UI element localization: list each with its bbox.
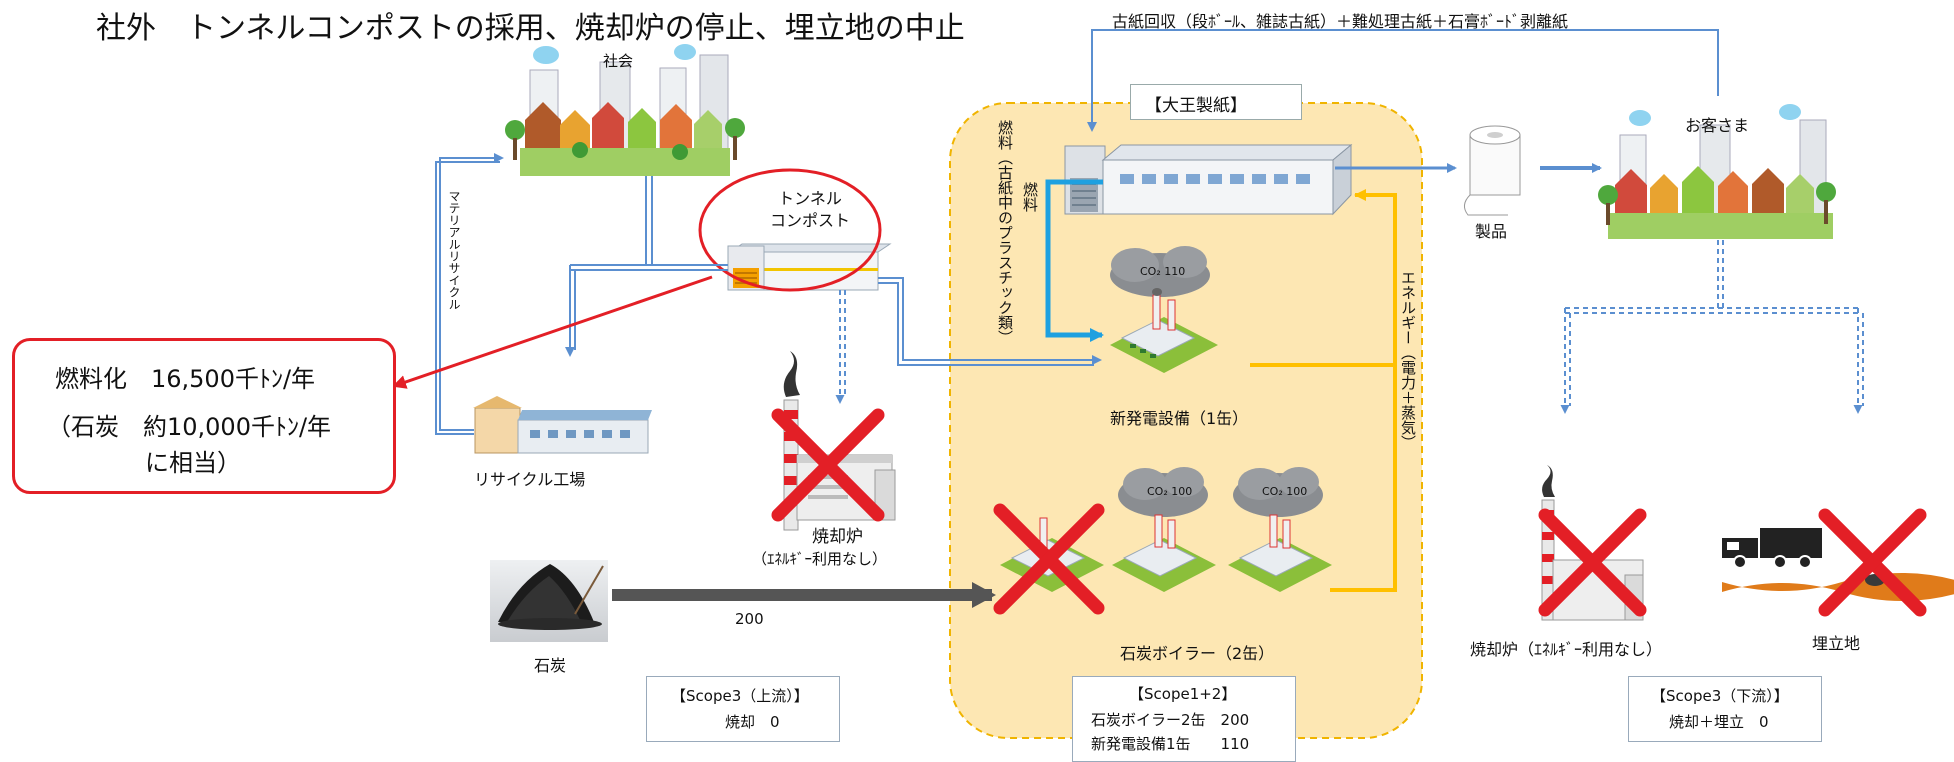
daio-paper-label-box: 【大王製紙】 [1130, 84, 1302, 120]
scope12-box: 【Scope1+2】 石炭ボイラー2缶 200 新発電設備1缶 110 [1072, 676, 1296, 762]
fuelization-line1: 燃料化 16,500千ﾄﾝ/年 [55, 365, 316, 393]
coal-boiler-3-illustration [1228, 467, 1332, 592]
fuel-vertical-label-2: 燃料 [1020, 182, 1041, 212]
scope3-downstream-title: 【Scope3（下流）】 [1651, 687, 1789, 705]
fuelization-line2: （石炭 約10,000千ﾄﾝ/年 [47, 413, 332, 441]
wastepaper-label: 古紙回収（段ﾎﾞｰﾙ、雑誌古紙）＋難処理古紙＋石膏ﾎﾞｰﾄﾞ剥離紙 [1112, 12, 1569, 31]
scope3-upstream-box: 【Scope3（上流）】 焼却 0 [646, 676, 840, 742]
scope3-upstream-title: 【Scope3（上流）】 [671, 687, 809, 705]
boiler-energy-line [1330, 365, 1397, 592]
coal-boiler-1-cross [993, 503, 1105, 615]
energy-vertical-label: エネルギー（電力＋蒸気） [1399, 270, 1417, 450]
coal-boiler-2-illustration [1112, 467, 1216, 592]
new-power-plant-illustration [1110, 246, 1218, 373]
society-city-illustration [505, 44, 745, 176]
incinerator-left-cross [771, 408, 885, 522]
landfill-cross [1818, 508, 1927, 617]
material-recycle-arrow [439, 153, 504, 431]
incinerator-left-label: 焼却炉 [812, 527, 863, 547]
co2-new-label: CO₂ 110 [1140, 265, 1186, 278]
tunnel-compost-label-line2: コンポスト [769, 211, 850, 230]
customers-label: お客さま [1685, 116, 1750, 135]
customers-city-illustration [1598, 104, 1836, 239]
new-power-label: 新発電設備（1缶） [1110, 409, 1249, 428]
fuelization-box: 燃料化 16,500千ﾄﾝ/年 （石炭 約10,000千ﾄﾝ/年 に相当） [12, 338, 396, 494]
fuel-word: 燃料 [1021, 182, 1039, 212]
wastepaper-loop-arrow [1087, 29, 1719, 132]
coal-label: 石炭 [534, 656, 567, 675]
paper-mill-illustration [1064, 143, 1353, 216]
scope3-downstream-value: 焼却＋埋立 0 [1669, 713, 1769, 731]
coal-pile-illustration [490, 560, 608, 642]
scope12-line2: 新発電設備1缶 110 [1091, 735, 1250, 753]
material-recycle-label: マテリアルリサイクル [447, 190, 461, 310]
recycle-plant-illustration [473, 396, 652, 454]
society-label: 社会 [603, 52, 634, 70]
product-label: 製品 [1475, 222, 1508, 241]
co2-boiler-a-label: CO₂ 100 [1147, 485, 1193, 498]
product-roll-illustration [1464, 125, 1521, 216]
co2-boiler-b-label: CO₂ 100 [1262, 485, 1308, 498]
scope12-title: 【Scope1+2】 [1129, 685, 1237, 703]
page-title: 社外 トンネルコンポストの採用、焼却炉の停止、埋立地の中止 [96, 11, 965, 46]
tunnel-compost-label: トンネル コンポスト [760, 188, 860, 232]
tunnel-compost-highlight-ellipse [698, 168, 882, 292]
incinerator-left-note: （ｴﾈﾙｷﾞｰ利用なし） [752, 550, 888, 568]
recycle-plant-label: リサイクル工場 [474, 470, 586, 489]
tunnel-compost-label-line1: トンネル [778, 189, 842, 208]
scope3-downstream-box: 【Scope3（下流）】 焼却＋埋立 0 [1628, 676, 1822, 742]
energy-return-arrow [1250, 189, 1397, 367]
fuel-plastics-arrow [1045, 179, 1104, 342]
incinerator-right-label: 焼却炉（ｴﾈﾙｷﾞｰ利用なし） [1470, 640, 1663, 659]
fuelization-arrow [392, 275, 713, 389]
fuel-vertical-label: 燃料（古紙中のプラスチック類） [996, 120, 1014, 345]
coal-boiler-label: 石炭ボイラー（2缶） [1120, 644, 1275, 663]
tunnel-compost-illustration [727, 243, 892, 291]
scope3-upstream-value: 焼却 0 [725, 713, 780, 731]
compost-to-power-arrow [878, 277, 1102, 365]
incinerator-right-cross [1538, 508, 1647, 617]
daio-paper-label: 【大王製紙】 [1145, 96, 1247, 116]
coal-flow-value: 200 [735, 610, 764, 628]
fuelization-line3: に相当） [145, 449, 241, 477]
scope12-line1: 石炭ボイラー2缶 200 [1091, 711, 1250, 729]
landfill-label: 埋立地 [1812, 634, 1861, 653]
